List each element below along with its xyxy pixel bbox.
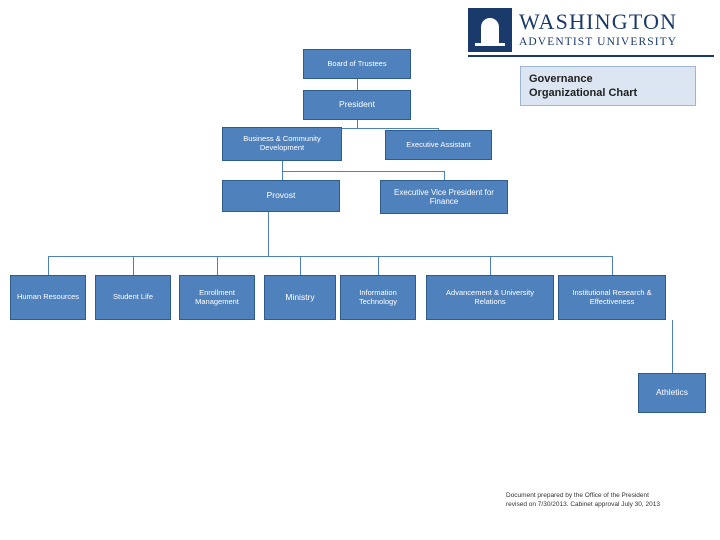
footer-line2: revised on 7/30/2013. Cabinet approval J… [506,501,660,509]
connector-provost-bus [282,171,444,172]
node-label: Business & Community Development [243,134,321,152]
node-label: Human Resources [16,292,80,302]
node-executive-vice-president-for-finance[interactable]: Executive Vice President for Finance [380,180,508,214]
connector-bus-to-hr [48,256,49,275]
node-business-community-development[interactable]: Business & Community Development [222,127,342,161]
connector-provost-stem [268,212,269,256]
node-institutional-research-effectiveness[interactable]: Institutional Research & Effectiveness [558,275,666,320]
arch-monument-icon [468,8,512,52]
connector-ire-athletics [672,320,673,373]
node-information-technology[interactable]: Information Technology [340,275,416,320]
node-president[interactable]: President [303,90,411,120]
node-student-life[interactable]: Student Life [95,275,171,320]
node-enrollment-management[interactable]: Enrollment Management [179,275,255,320]
node-label: Information Technology [359,287,397,306]
logo-subtitle: ADVENTIST UNIVERSITY [519,36,678,49]
connector-president-bus [282,128,439,129]
node-label: Athletics [655,387,689,398]
node-athletics[interactable]: Athletics [638,373,706,413]
connector-bus-to-provost [282,171,283,180]
university-logo: WASHINGTON ADVENTIST UNIVERSITY [468,6,714,54]
connector-bus-to-it [378,256,379,275]
connector-board-president [357,79,358,90]
footer-note: Document prepared by the Office of the P… [506,491,706,510]
connector-bcd-stem [282,161,283,171]
connector-bus-to-advancement [490,256,491,275]
node-label: Advancement & University Relations [446,287,534,306]
node-human-resources[interactable]: Human Resources [10,275,86,320]
node-label: Student Life [112,292,154,302]
logo-divider [468,55,714,57]
node-label: Ministry [285,291,315,302]
node-provost[interactable]: Provost [222,180,340,212]
node-ministry[interactable]: Ministry [264,275,336,320]
node-label: Board of Trustees [327,58,387,68]
node-label: Executive Assistant [406,139,471,149]
connector-bus-to-studentlife [133,256,134,275]
connector-units-bus [48,256,612,257]
footer-line1: Document prepared by the Office of the P… [506,492,649,499]
chart-title-box: Governance Organizational Chart [520,66,696,106]
node-executive-assistant[interactable]: Executive Assistant [385,130,492,160]
connector-bus-to-ministry [300,256,301,275]
node-advancement-university-relations[interactable]: Advancement & University Relations [426,275,554,320]
connector-president-stem [357,120,358,128]
node-label: Provost [266,190,296,201]
chart-title-line1: Governance [529,72,593,85]
logo-title: WASHINGTON [519,9,678,35]
node-label: President [339,99,375,110]
node-board-of-trustees[interactable]: Board of Trustees [303,49,411,79]
node-label: Executive Vice President for Finance [394,187,494,206]
chart-title-line2: Organizational Chart [529,87,638,99]
connector-bus-to-ire [612,256,613,275]
node-label: Institutional Research & Effectiveness [572,287,652,306]
connector-bus-to-evpfinance [444,171,445,180]
node-label: Enrollment Management [195,287,239,306]
connector-bus-to-enrollment [217,256,218,275]
